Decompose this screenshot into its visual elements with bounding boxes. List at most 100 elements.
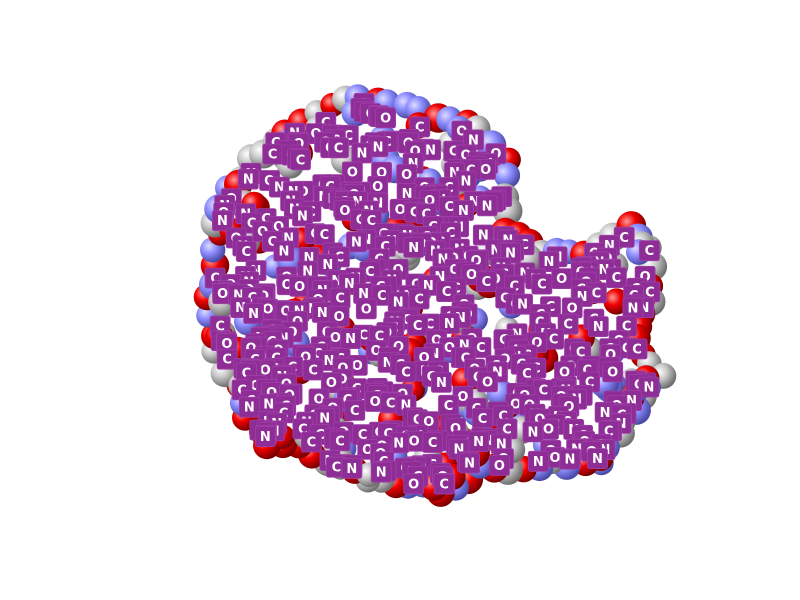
svg-text:C: C xyxy=(242,245,252,260)
svg-text:O: O xyxy=(456,125,467,140)
svg-text:C: C xyxy=(413,319,423,334)
svg-text:N: N xyxy=(373,140,384,155)
svg-text:N: N xyxy=(217,214,228,229)
atom-label-o: O xyxy=(320,372,342,394)
svg-text:N: N xyxy=(346,462,357,477)
svg-text:C: C xyxy=(645,244,655,259)
svg-text:N: N xyxy=(408,241,419,256)
svg-text:C: C xyxy=(604,425,614,440)
atom-label-n: N xyxy=(238,396,260,418)
svg-text:O: O xyxy=(313,392,324,407)
svg-text:N: N xyxy=(302,265,313,280)
svg-text:O: O xyxy=(326,376,337,391)
svg-text:O: O xyxy=(460,149,471,164)
svg-text:C: C xyxy=(313,347,323,362)
svg-text:N: N xyxy=(356,147,367,162)
svg-text:O: O xyxy=(370,395,381,410)
svg-text:O: O xyxy=(347,166,358,181)
svg-text:N: N xyxy=(464,457,475,472)
atom-label-n: N xyxy=(468,431,490,453)
svg-text:C: C xyxy=(401,365,411,380)
atom-label-n: N xyxy=(370,461,392,483)
svg-text:C: C xyxy=(358,428,368,443)
svg-text:O: O xyxy=(431,334,442,349)
atom-label-n: N xyxy=(638,376,660,398)
svg-text:N: N xyxy=(274,181,285,196)
atom-label-n: N xyxy=(587,448,608,470)
svg-text:N: N xyxy=(519,266,530,281)
svg-text:N: N xyxy=(505,247,516,262)
svg-text:C: C xyxy=(215,320,225,335)
svg-text:C: C xyxy=(210,272,220,287)
svg-text:C: C xyxy=(242,367,252,382)
svg-text:O: O xyxy=(480,163,491,178)
svg-text:O: O xyxy=(482,375,493,390)
svg-text:O: O xyxy=(266,386,277,401)
svg-text:C: C xyxy=(377,289,387,304)
svg-text:O: O xyxy=(543,423,554,438)
svg-text:C: C xyxy=(592,286,602,301)
svg-text:N: N xyxy=(460,175,471,190)
atom-label-c: C xyxy=(329,430,351,452)
svg-text:N: N xyxy=(533,455,544,470)
svg-text:C: C xyxy=(476,341,486,356)
atom-label-o: O xyxy=(375,107,397,129)
svg-text:N: N xyxy=(324,354,335,369)
svg-text:N: N xyxy=(260,430,271,445)
svg-text:C: C xyxy=(622,320,632,335)
svg-text:O: O xyxy=(531,336,542,351)
svg-text:N: N xyxy=(263,398,274,413)
svg-text:N: N xyxy=(459,339,470,354)
atom-label-c: C xyxy=(433,473,455,495)
svg-text:O: O xyxy=(339,204,350,219)
svg-text:N: N xyxy=(638,301,649,316)
atom-label-n: N xyxy=(351,142,373,164)
svg-text:N: N xyxy=(401,399,412,414)
svg-text:O: O xyxy=(395,203,406,218)
svg-text:N: N xyxy=(468,133,479,148)
atom-label-c: C xyxy=(472,407,493,429)
svg-text:O: O xyxy=(361,302,372,317)
svg-text:C: C xyxy=(537,278,547,293)
svg-text:C: C xyxy=(271,136,281,151)
svg-text:C: C xyxy=(444,399,454,414)
svg-text:N: N xyxy=(358,287,369,302)
svg-text:C: C xyxy=(499,333,509,348)
svg-text:O: O xyxy=(409,435,420,450)
atom-label-n: N xyxy=(254,426,276,448)
svg-text:N: N xyxy=(490,244,501,259)
svg-text:N: N xyxy=(577,290,588,305)
svg-text:N: N xyxy=(458,204,469,219)
svg-text:C: C xyxy=(444,181,454,196)
svg-text:N: N xyxy=(512,327,523,342)
svg-text:N: N xyxy=(233,288,244,303)
atom-label-c: C xyxy=(436,281,458,303)
svg-text:O: O xyxy=(372,180,383,195)
svg-text:O: O xyxy=(471,254,482,269)
atom-label-c: C xyxy=(531,273,553,295)
atom-label-c: C xyxy=(290,149,311,171)
svg-text:N: N xyxy=(402,187,413,202)
svg-text:N: N xyxy=(319,412,330,427)
svg-text:C: C xyxy=(320,228,330,243)
svg-text:C: C xyxy=(222,353,232,368)
svg-text:C: C xyxy=(428,436,438,451)
svg-text:C: C xyxy=(422,207,432,222)
atom-sphere-n xyxy=(493,162,521,189)
svg-text:C: C xyxy=(498,409,508,424)
atom-label-c: C xyxy=(407,314,429,336)
atom-label-n: N xyxy=(341,457,363,479)
atom-label-c: C xyxy=(408,288,430,310)
svg-text:C: C xyxy=(563,318,573,333)
atom-label-o: O xyxy=(334,199,356,221)
svg-text:N: N xyxy=(248,307,259,322)
svg-text:N: N xyxy=(592,452,603,467)
svg-text:C: C xyxy=(585,376,595,391)
svg-text:O: O xyxy=(410,145,421,160)
svg-text:O: O xyxy=(294,280,305,295)
svg-text:O: O xyxy=(250,379,261,394)
svg-text:N: N xyxy=(244,401,255,416)
svg-text:N: N xyxy=(383,356,394,371)
